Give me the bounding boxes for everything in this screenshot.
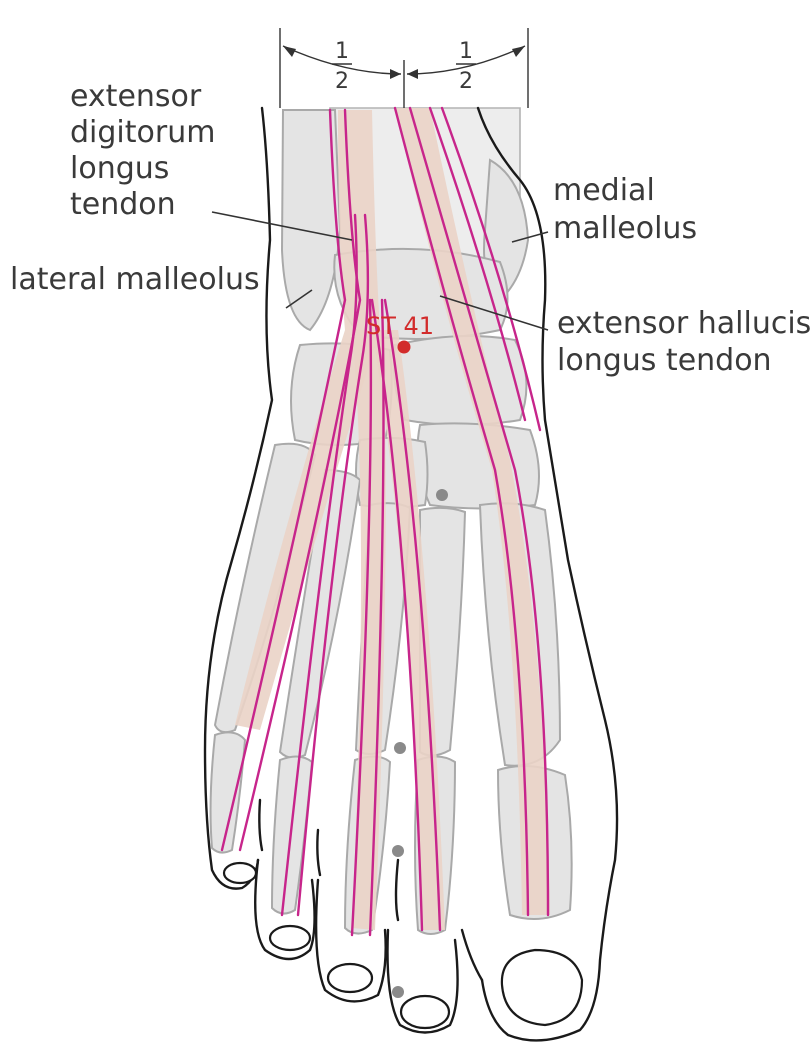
dimension-arrowhead <box>512 46 525 57</box>
reference-point <box>436 489 448 501</box>
lateral-foot-outline <box>203 106 274 890</box>
leader-lines <box>211 211 549 331</box>
extensor-digitorum-leader <box>211 211 353 241</box>
extensor-hallucis-band <box>395 108 550 915</box>
extensor-digitorum-label-line2: digitorum <box>70 115 215 150</box>
st41-label: ST 41 <box>366 312 434 340</box>
tendon-line <box>238 108 362 852</box>
tendon-line <box>440 106 542 432</box>
medial-malleolus-label-line2: malleolus <box>553 211 697 246</box>
tendon-line <box>368 298 385 937</box>
toenail <box>222 861 258 885</box>
medial-foot-outline <box>476 106 619 1042</box>
anatomy-labels: extensor digitorum longus tendon medial … <box>10 79 811 378</box>
toe-phalanx <box>209 731 247 854</box>
dimension-arc-right <box>406 45 526 75</box>
extensor-digitorum-label-line1: extensor <box>70 79 202 114</box>
reference-point <box>394 742 406 754</box>
toenail <box>399 994 451 1030</box>
lateral-malleolus-leader <box>285 289 313 309</box>
toe-gap-line <box>258 798 264 852</box>
toenail <box>268 924 312 952</box>
medial-malleolus-leader <box>511 231 549 243</box>
toe-gap-line <box>316 828 322 877</box>
tendon-line <box>350 298 373 937</box>
tendon-line <box>220 108 347 852</box>
reference-point <box>392 845 404 857</box>
extensor-hallucis-leader <box>439 295 549 331</box>
extensor-digitorum-label-line4: tendon <box>70 187 176 222</box>
lateral-malleolus-label: lateral malleolus <box>10 262 260 297</box>
tendon-line <box>428 106 527 422</box>
tendon-line <box>370 298 424 932</box>
tendon-line <box>393 106 530 917</box>
right-fraction-denominator: 2 <box>459 69 473 94</box>
right-fraction-numerator: 1 <box>459 39 473 64</box>
toenail <box>326 962 374 994</box>
tendon-line <box>408 106 550 917</box>
tendon-line <box>296 213 370 917</box>
toe-outline <box>314 878 387 1003</box>
toe-outline <box>386 928 459 1034</box>
dimension-arrowhead <box>407 69 418 79</box>
tendon-line <box>383 298 442 932</box>
left-fraction-denominator: 2 <box>335 69 349 94</box>
tendon-line <box>280 213 358 917</box>
toe-outline <box>254 858 316 961</box>
foot-outline <box>203 106 619 1042</box>
toe-gap-line <box>394 858 400 922</box>
reference-point <box>392 986 404 998</box>
medial-malleolus-label-line1: medial <box>553 173 655 208</box>
extensor-digitorum-label-line3: longus <box>70 151 169 186</box>
toe-phalanx <box>270 755 314 915</box>
left-fraction-numerator: 1 <box>335 39 349 64</box>
big-toenail <box>500 948 584 1027</box>
tendon-lines <box>220 106 550 937</box>
st41-point <box>397 340 411 354</box>
extensor-digitorum-band <box>235 110 380 730</box>
acupoints: ST 41 <box>366 312 448 998</box>
dimension-arrowhead <box>283 46 296 57</box>
extensor-hallucis-label-line2: longus tendon <box>557 343 772 378</box>
width-measurement: 1 2 1 2 <box>279 28 529 108</box>
extensor-hallucis-label-line1: extensor hallucis <box>557 306 811 341</box>
toe-outline <box>460 928 484 982</box>
dimension-arrowhead <box>390 69 401 79</box>
dimension-arc-left <box>282 45 402 75</box>
